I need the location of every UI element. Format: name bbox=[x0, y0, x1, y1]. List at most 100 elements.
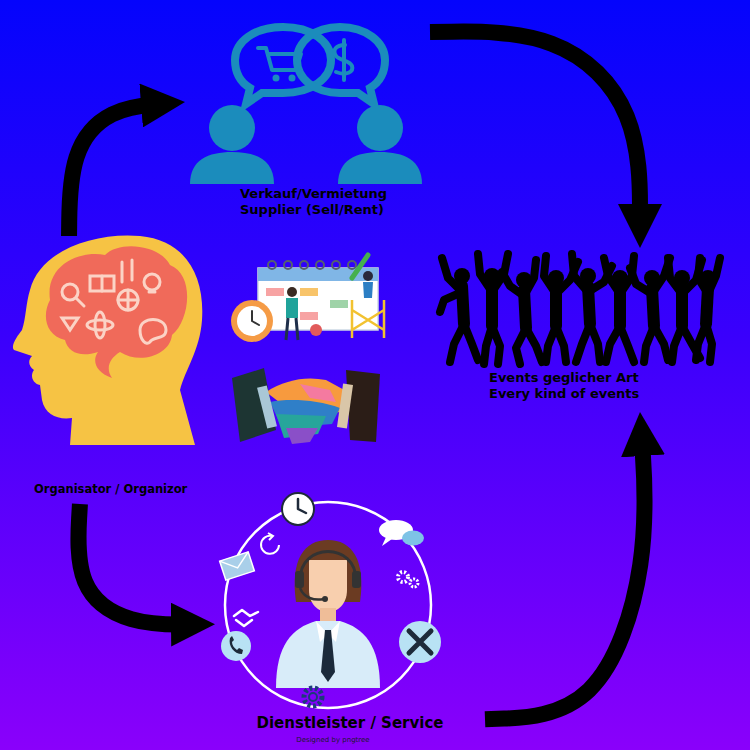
calendar-illustration bbox=[348, 261, 356, 269]
gear-icon bbox=[410, 579, 418, 587]
calendar-illustration bbox=[300, 288, 318, 296]
handshake-illustration bbox=[337, 384, 353, 429]
handshake-illustration bbox=[232, 368, 276, 442]
organizer-head bbox=[122, 260, 132, 282]
phone-icon bbox=[221, 631, 251, 661]
chat-icon bbox=[382, 537, 392, 546]
handshake-illustration bbox=[286, 428, 318, 444]
organizer-head bbox=[140, 320, 166, 344]
clock-icon bbox=[298, 499, 306, 513]
organizer-head bbox=[62, 260, 166, 343]
dancing-crowd bbox=[630, 258, 670, 294]
refresh-icon bbox=[268, 533, 273, 540]
calendar-illustration bbox=[258, 268, 378, 330]
supplier-icon bbox=[209, 105, 255, 151]
dancing-crowd bbox=[440, 254, 720, 364]
organizer-head bbox=[118, 290, 138, 310]
handshake-illustration bbox=[232, 368, 380, 444]
chat-icon bbox=[379, 520, 424, 546]
service-node: Dienstleister / Service bbox=[215, 488, 485, 745]
node-caption: Verkauf/Vermietung Supplier (Sell/Rent) bbox=[240, 186, 418, 219]
calendar-illustration bbox=[330, 300, 348, 308]
calendar-illustration bbox=[268, 261, 356, 269]
organizer-head bbox=[144, 274, 160, 290]
dancing-crowd bbox=[696, 324, 712, 362]
organizer-head bbox=[90, 276, 114, 291]
dancing-crowd bbox=[502, 260, 536, 296]
flow-arrow bbox=[78, 504, 193, 625]
phone-icon bbox=[221, 631, 251, 661]
node-caption: Events geglicher Art Every kind of event… bbox=[489, 370, 672, 403]
supplier-icon bbox=[273, 75, 280, 82]
chat-icon bbox=[402, 531, 424, 546]
handshake-icon bbox=[234, 610, 258, 626]
calendar-illustration bbox=[316, 261, 324, 269]
calendar-illustration bbox=[286, 318, 298, 340]
flow-arrow bbox=[485, 434, 645, 719]
calendar-illustration bbox=[231, 300, 273, 342]
gear-icon bbox=[398, 572, 408, 582]
calendar-illustration bbox=[284, 261, 292, 269]
calendar-illustration bbox=[268, 261, 276, 269]
calendar-illustration bbox=[286, 298, 298, 318]
calendar-illustration bbox=[310, 324, 322, 336]
organizer-head bbox=[46, 246, 187, 378]
organizer-head bbox=[118, 290, 138, 310]
organizer-head bbox=[13, 235, 202, 445]
node-caption: Dienstleister / Service bbox=[257, 714, 444, 733]
handshake-illustration bbox=[257, 385, 277, 428]
service-illustration bbox=[295, 571, 304, 588]
supplier-icon bbox=[258, 48, 301, 70]
service-illustration bbox=[225, 502, 431, 708]
tools-icon bbox=[399, 621, 441, 663]
organizer-head bbox=[95, 312, 105, 338]
supplier-icon bbox=[297, 27, 385, 104]
calendar-illustration bbox=[352, 300, 384, 338]
dancing-crowd bbox=[696, 258, 720, 362]
organizer-head bbox=[76, 298, 84, 306]
events-node: Events geglicher Art Every kind of event… bbox=[430, 248, 730, 412]
dancing-crowd bbox=[606, 326, 634, 362]
phone-icon bbox=[230, 636, 243, 654]
service-illustration bbox=[300, 552, 356, 581]
service-illustration bbox=[320, 608, 336, 622]
clock-icon bbox=[282, 493, 314, 525]
calendar-illustration bbox=[266, 288, 284, 296]
node-caption: Organisator / Organizor bbox=[34, 482, 187, 496]
calendar-illustration bbox=[300, 261, 308, 269]
handshake-illustration bbox=[300, 384, 336, 402]
supplier-icon bbox=[258, 40, 352, 80]
calendar-illustration bbox=[363, 271, 373, 281]
organizer-head bbox=[87, 320, 113, 330]
organizer-head bbox=[101, 276, 104, 291]
dancing-crowd bbox=[644, 326, 668, 362]
gear-icon bbox=[304, 688, 322, 706]
calendar-illustration bbox=[352, 300, 384, 338]
flow-arrow bbox=[430, 32, 640, 226]
organizer-head bbox=[149, 291, 155, 294]
service-illustration bbox=[225, 502, 431, 708]
watermark: Designed by pngtree bbox=[296, 736, 369, 744]
dancing-crowd bbox=[576, 324, 600, 362]
organizer-head bbox=[62, 318, 78, 330]
handshake-icon bbox=[236, 620, 252, 626]
supplier-icon bbox=[235, 27, 385, 104]
service-illustration bbox=[321, 630, 335, 682]
service-illustration bbox=[352, 571, 361, 588]
tools-icon bbox=[409, 631, 431, 653]
tools-icon bbox=[399, 621, 441, 663]
supplier-icon bbox=[342, 40, 346, 80]
service-illustration bbox=[309, 560, 347, 612]
supplier-node: Verkauf/Vermietung Supplier (Sell/Rent) bbox=[185, 22, 430, 222]
dancing-crowd bbox=[450, 324, 478, 362]
calendar-illustration bbox=[287, 287, 297, 297]
dancing-crowd bbox=[502, 260, 542, 364]
service-illustration bbox=[276, 621, 380, 688]
dancing-crowd bbox=[516, 328, 542, 364]
clock-icon bbox=[282, 493, 314, 525]
handshake-icon bbox=[234, 610, 258, 616]
service-illustration bbox=[322, 596, 328, 602]
supplier-icon bbox=[190, 27, 422, 184]
refresh-icon bbox=[261, 533, 279, 554]
